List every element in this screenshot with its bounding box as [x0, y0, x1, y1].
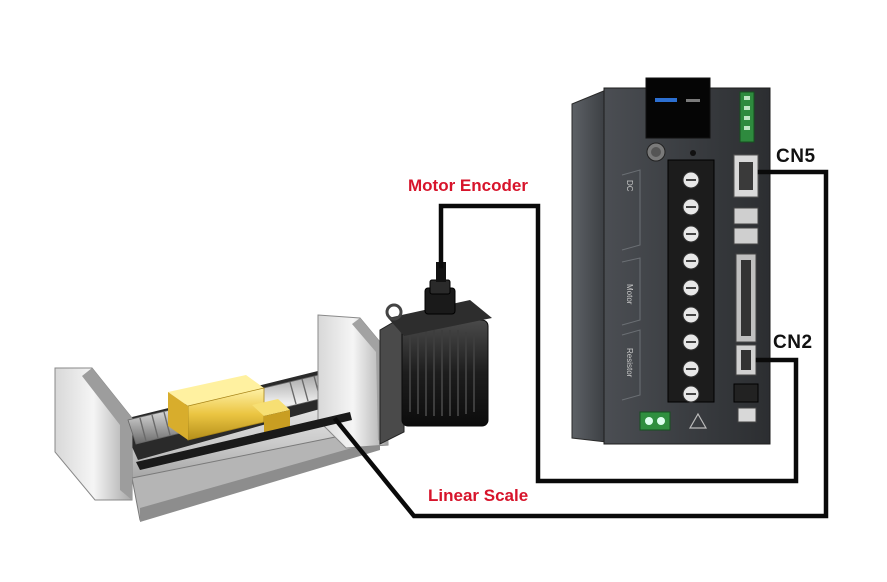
motor-encoder-connector	[425, 262, 455, 314]
drive-label-motor: Motor	[625, 284, 634, 305]
drive-display	[646, 78, 710, 138]
linear-scale-label: Linear Scale	[428, 486, 528, 506]
motor-flange	[380, 316, 404, 444]
power-terminal-green	[640, 412, 670, 430]
motor-body	[402, 320, 488, 426]
cn5-label: CN5	[776, 146, 816, 168]
drive-label-dc: DC	[625, 180, 634, 192]
usb-port	[738, 408, 756, 422]
linear-stage	[55, 315, 388, 522]
rj45-port-2	[734, 228, 758, 244]
servo-motor	[380, 262, 492, 444]
servo-drive: DC Motor Resistor	[572, 78, 770, 444]
rj45-port-1	[734, 208, 758, 224]
cn2-label: CN2	[773, 332, 813, 354]
motor-encoder-label: Motor Encoder	[408, 176, 528, 196]
drive-label-resistor: Resistor	[625, 348, 634, 378]
drive-side	[572, 90, 606, 442]
cn3-port	[734, 384, 758, 402]
